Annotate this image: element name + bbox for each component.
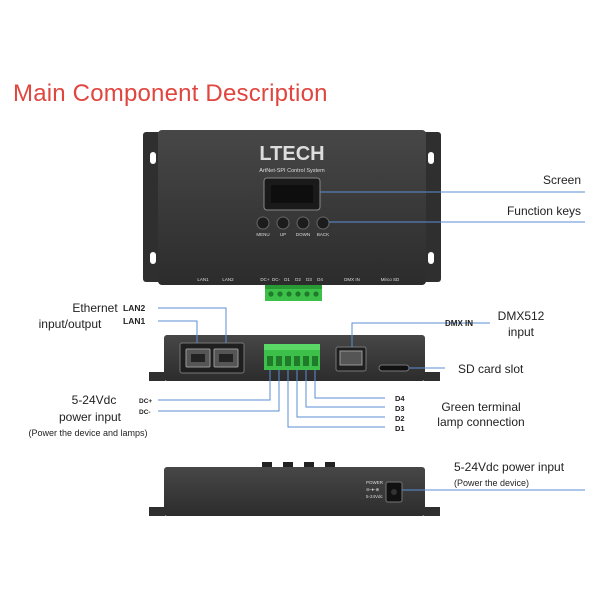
device-subtitle: ArtNet-SPI Control System: [259, 168, 325, 174]
device-front-view: [149, 335, 440, 381]
dmxin-label: DMX IN: [344, 277, 360, 282]
dmx512-callout-line2: input: [508, 325, 535, 339]
power-input-callout-line2: power input: [59, 410, 122, 424]
menu-key[interactable]: [256, 216, 270, 230]
dc-minus-callout: DC-: [139, 409, 151, 416]
power-input-callout-line3: (Power the device and lamps): [28, 428, 147, 438]
power-input2-callout: 5-24Vdc power input: [454, 460, 565, 474]
sd-card-slot[interactable]: [378, 364, 410, 372]
device-side-view: POWER ⊖-●-⊕ 5-24Vdc: [149, 462, 440, 516]
back-key-label: BACK: [317, 232, 329, 237]
dmx512-callout-line1: DMX512: [498, 309, 545, 323]
terminal-block-front: [264, 344, 320, 370]
back-key[interactable]: [316, 216, 330, 230]
power-side-label: POWER: [366, 480, 384, 485]
d4-callout: D4: [395, 394, 405, 403]
sd-card-callout: SD card slot: [458, 362, 524, 376]
power-device-callout: (Power the device): [454, 478, 529, 488]
dmx-in-callout: DMX IN: [445, 319, 473, 328]
device-top-view: LTECH ArtNet-SPI Control System MENU UP …: [143, 130, 441, 301]
voltage-side-label: 5-24Vdc: [366, 494, 384, 499]
screen-callout: Screen: [543, 173, 581, 187]
lan2-callout: LAN2: [123, 303, 145, 313]
power-input-callout-line1: 5-24Vdc: [72, 393, 117, 407]
d3-callout: D3: [395, 404, 405, 413]
page-title: Main Component Description: [13, 80, 328, 107]
d3-label: D3: [306, 277, 312, 282]
dc-plus-callout: DC+: [139, 398, 152, 405]
front-leader-lines: [158, 307, 490, 428]
bottom-port-labels: LAN1 LAN2 DC+ DC- D1 D2 D3 D4 DMX IN Mir…: [197, 277, 400, 282]
up-key-label: UP: [280, 232, 286, 237]
function-keys: MENU UP DOWN BACK: [256, 216, 330, 237]
lan1-label: LAN1: [197, 277, 209, 282]
lan1-callout: LAN1: [123, 316, 145, 326]
side-body: [164, 467, 425, 516]
green-terminal-callout-line2: lamp connection: [437, 415, 524, 429]
terminal-block-top: [265, 285, 322, 301]
d2-label: D2: [295, 277, 301, 282]
menu-key-label: MENU: [256, 232, 269, 237]
dcm-label: DC-: [272, 277, 280, 282]
d1-label: D1: [284, 277, 290, 282]
dcp-label: DC+: [260, 277, 269, 282]
d2-callout: D2: [395, 414, 405, 423]
down-key-label: DOWN: [296, 232, 310, 237]
ethernet-callout-line1: Ethernet: [72, 301, 118, 315]
up-key[interactable]: [276, 216, 290, 230]
d4-label: D4: [317, 277, 323, 282]
lan2-label: LAN2: [222, 277, 234, 282]
ethernet-callout-line2: input/output: [39, 317, 102, 331]
top-leader-lines: [320, 191, 585, 223]
microsd-label: Mirco SD: [381, 277, 400, 282]
d1-callout: D1: [395, 424, 405, 433]
polarity-side-label: ⊖-●-⊕: [366, 487, 379, 492]
brand-logo: LTECH: [259, 143, 324, 165]
function-keys-callout: Function keys: [507, 204, 581, 218]
down-key[interactable]: [296, 216, 310, 230]
green-terminal-callout-line1: Green terminal: [441, 400, 520, 414]
